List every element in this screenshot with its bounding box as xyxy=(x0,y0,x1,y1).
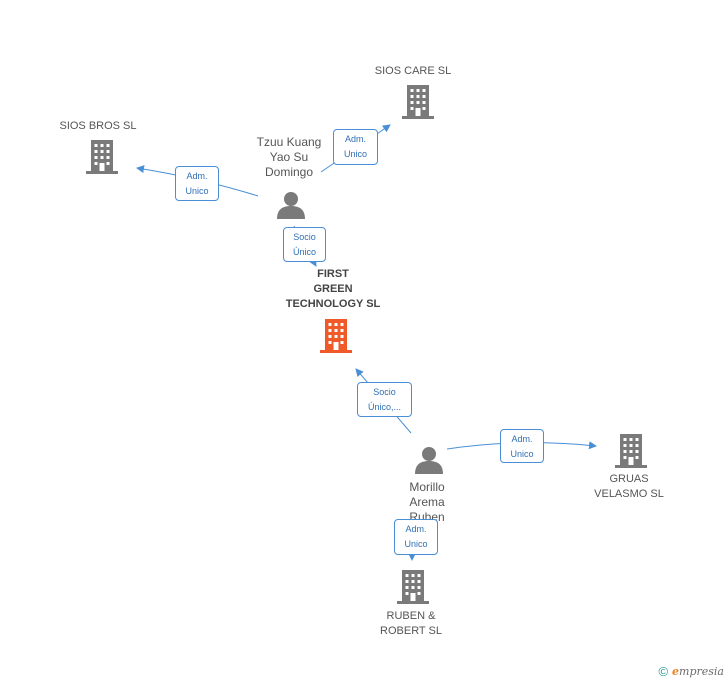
node-label-sios-bros[interactable]: SIOS BROS SL xyxy=(59,120,137,132)
building-icon[interactable] xyxy=(320,319,352,353)
node-label-sios-care[interactable]: SIOS CARE SL xyxy=(374,65,452,77)
edge-label-adm-unico: Adm. Unico xyxy=(175,166,219,201)
node-label-gruas-velasmo[interactable]: GRUAS VELASMO SL xyxy=(594,473,664,500)
node-label-tzuu-kuang[interactable]: Tzuu Kuang Yao Su Domingo xyxy=(256,135,322,179)
edge-label-socio-unico: Socio Único xyxy=(283,227,326,262)
building-icon[interactable] xyxy=(615,434,647,468)
person-icon[interactable] xyxy=(277,192,305,219)
edge-label-adm-unico: Adm. Unico xyxy=(394,519,438,555)
person-icon[interactable] xyxy=(415,447,443,474)
building-icon[interactable] xyxy=(397,570,429,604)
building-icon[interactable] xyxy=(86,140,118,174)
edge-label-socio-unico-more: Socio Único,... xyxy=(357,382,412,417)
building-icon[interactable] xyxy=(402,85,434,119)
edge-label-adm-unico: Adm. Unico xyxy=(500,429,544,463)
empresia-logo: empresia xyxy=(672,665,724,678)
footer-branding: © empresia xyxy=(658,664,724,679)
node-label-first-green-technology[interactable]: FIRST GREEN TECHNOLOGY SL xyxy=(285,268,381,310)
copyright-icon: © xyxy=(658,664,669,679)
edge-label-adm-unico: Adm. Unico xyxy=(333,129,378,165)
node-label-morillo-arema[interactable]: Morillo Arema Ruben xyxy=(409,480,445,524)
node-label-ruben-robert[interactable]: RUBEN & ROBERT SL xyxy=(380,610,442,637)
